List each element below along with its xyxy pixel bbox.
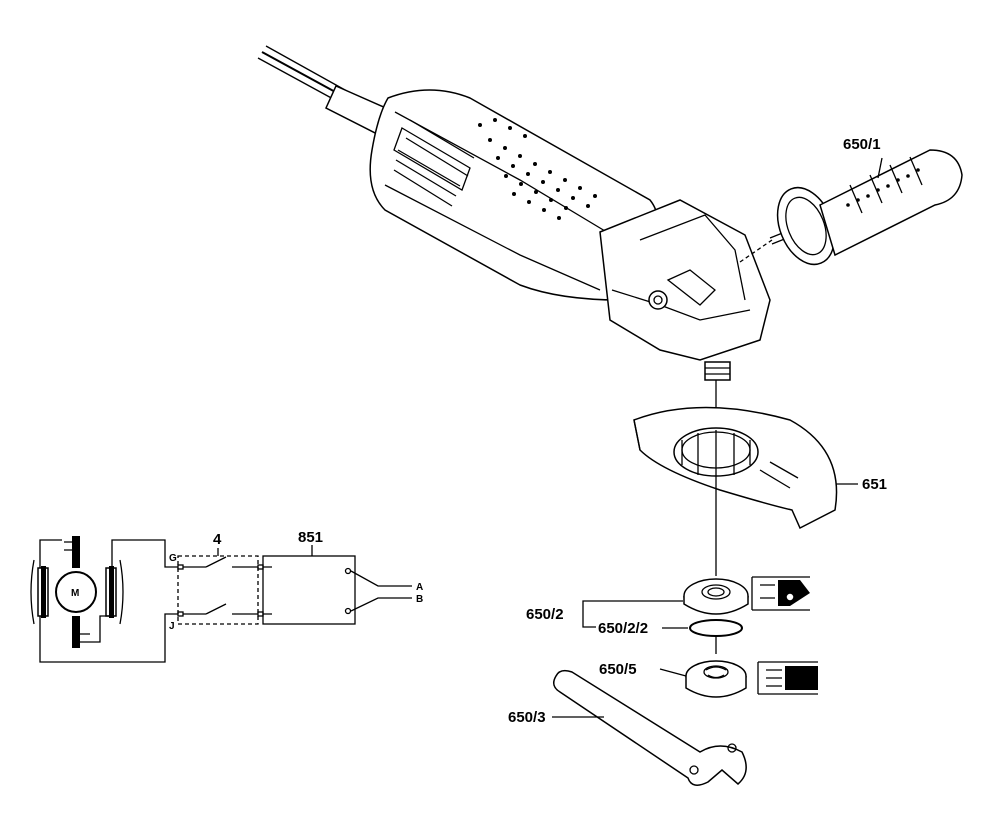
pin-spanner [553, 669, 747, 786]
label-650-2-2: 650/2/2 [598, 620, 648, 637]
label-650-2: 650/2 [526, 606, 564, 623]
wheel-guard [633, 380, 838, 530]
terminal-g-label: G [169, 553, 177, 564]
label-650-1: 650/1 [843, 136, 881, 153]
side-handle [739, 149, 963, 266]
switch [177, 555, 264, 625]
label-4: 4 [213, 531, 222, 548]
motor-label: M [71, 588, 79, 599]
grip-ribs [393, 119, 475, 207]
leader-650-2 [582, 600, 683, 628]
vent-dots [478, 118, 597, 220]
label-651: 651 [862, 476, 887, 493]
wiring-schematic: M [30, 536, 178, 663]
flange-section [751, 576, 810, 611]
grinder-body [257, 45, 771, 381]
clamping-nut [685, 660, 747, 698]
o-ring [689, 619, 743, 637]
terminal-j-label: J [169, 621, 175, 632]
clamping-nut-section [757, 661, 818, 695]
label-650-3: 650/3 [508, 709, 546, 726]
leader-650-5 [659, 668, 687, 677]
flange [683, 578, 749, 615]
motor-symbol [55, 571, 97, 613]
label-851: 851 [298, 529, 323, 546]
label-650-5: 650/5 [599, 661, 637, 678]
grip-texture [846, 156, 923, 214]
output-a-label: A [416, 582, 423, 593]
electronics-module [262, 555, 412, 625]
output-b-label: B [416, 594, 423, 605]
